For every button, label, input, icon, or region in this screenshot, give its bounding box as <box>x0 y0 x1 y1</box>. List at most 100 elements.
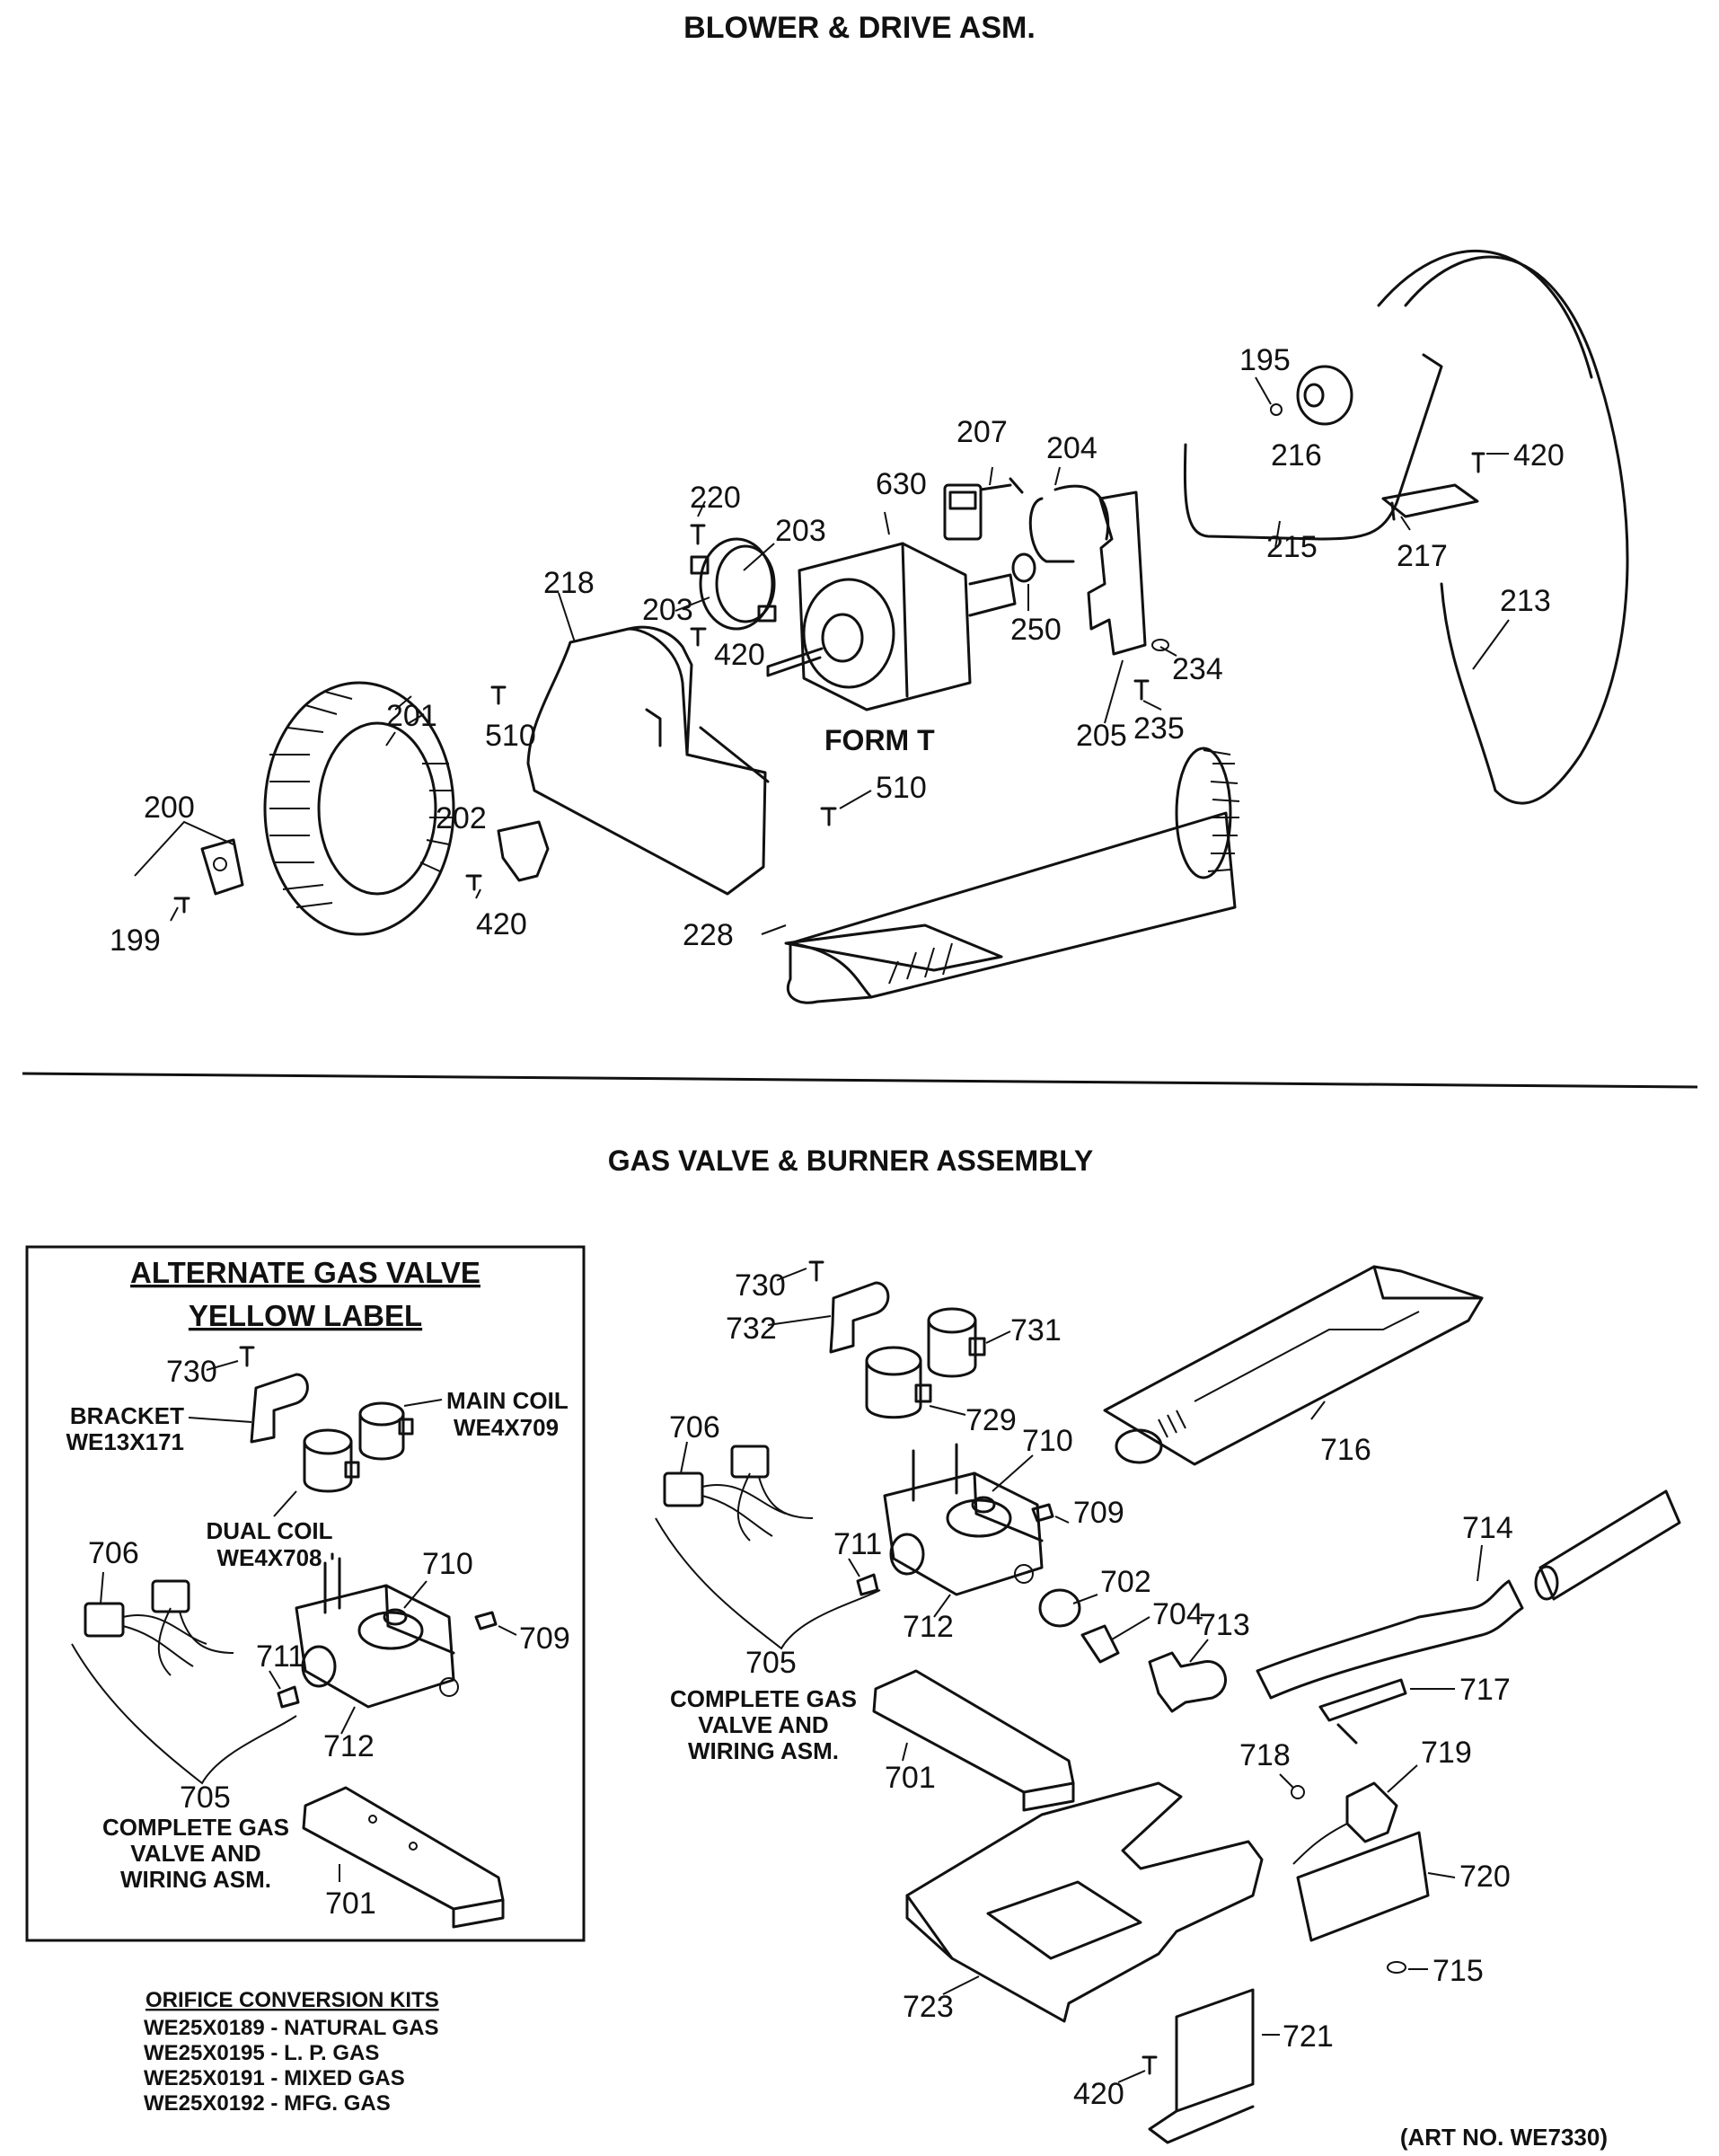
svg-text:WE13X171: WE13X171 <box>66 1428 184 1455</box>
form-label: FORM T <box>824 724 935 756</box>
svg-text:VALVE AND: VALVE AND <box>698 1711 828 1738</box>
alternate-valve-box <box>25 1245 586 1942</box>
svg-text:730: 730 <box>735 1268 786 1303</box>
idler-pulley <box>1296 365 1353 426</box>
svg-text:709: 709 <box>519 1621 570 1656</box>
svg-text:510: 510 <box>485 719 536 753</box>
svg-text:711: 711 <box>256 1639 304 1674</box>
idler-bracket <box>1381 483 1479 521</box>
gas-valve-heading: GAS VALVE & BURNER ASSEMBLY <box>608 1144 1094 1177</box>
svg-text:717: 717 <box>1459 1673 1511 1707</box>
svg-text:WE25X0189 - NATURAL GAS: WE25X0189 - NATURAL GAS <box>144 2016 439 2040</box>
svg-text:199: 199 <box>110 923 161 958</box>
svg-text:713: 713 <box>1199 1608 1250 1642</box>
svg-text:218: 218 <box>543 566 595 600</box>
svg-text:220: 220 <box>690 481 741 515</box>
exhaust-duct <box>784 747 1240 1004</box>
svg-text:205: 205 <box>1076 719 1127 753</box>
svg-text:203: 203 <box>775 514 826 548</box>
svg-text:723: 723 <box>903 1990 954 2024</box>
svg-text:WE25X0191 - MIXED GAS: WE25X0191 - MIXED GAS <box>144 2066 405 2090</box>
svg-text:730: 730 <box>166 1355 217 1389</box>
svg-text:701: 701 <box>325 1886 376 1921</box>
blower-housing <box>526 625 770 896</box>
drum-belt <box>1377 250 1629 805</box>
svg-text:207: 207 <box>956 415 1008 449</box>
svg-text:WIRING ASM.: WIRING ASM. <box>120 1866 271 1893</box>
svg-text:204: 204 <box>1046 431 1098 465</box>
svg-text:510: 510 <box>876 771 927 805</box>
screw-icon <box>173 897 190 914</box>
motor-switch <box>943 477 1024 541</box>
alternate-title-1: ALTERNATE GAS VALVE <box>130 1256 480 1289</box>
svg-text:195: 195 <box>1239 343 1291 377</box>
svg-text:718: 718 <box>1239 1738 1291 1772</box>
screw-icon <box>690 524 706 545</box>
svg-text:202: 202 <box>436 801 487 835</box>
svg-text:721: 721 <box>1283 2019 1334 2054</box>
screw-icon <box>820 807 837 826</box>
motor-mount <box>1028 484 1147 656</box>
svg-text:715: 715 <box>1432 1954 1484 1988</box>
svg-text:706: 706 <box>669 1410 720 1445</box>
svg-text:705: 705 <box>745 1646 797 1680</box>
screw-icon <box>1471 452 1485 473</box>
svg-text:731: 731 <box>1010 1313 1062 1348</box>
svg-text:714: 714 <box>1462 1511 1513 1545</box>
screw-icon <box>1133 679 1150 701</box>
idler-arm <box>1183 353 1443 541</box>
svg-text:216: 216 <box>1271 438 1322 473</box>
drive-motor <box>766 542 1036 711</box>
blower-wheel <box>263 681 455 936</box>
svg-text:705: 705 <box>180 1780 231 1815</box>
svg-text:COMPLETE GAS: COMPLETE GAS <box>670 1685 857 1712</box>
svg-text:729: 729 <box>965 1403 1017 1437</box>
svg-text:ORIFICE CONVERSION KITS: ORIFICE CONVERSION KITS <box>145 1988 439 2012</box>
svg-text:WE25X0195 - L. P. GAS: WE25X0195 - L. P. GAS <box>144 2041 379 2065</box>
housing-bracket <box>497 820 550 882</box>
svg-text:WIRING ASM.: WIRING ASM. <box>688 1737 839 1764</box>
idler-screw <box>1270 403 1283 416</box>
svg-text:213: 213 <box>1500 584 1551 618</box>
alt-valve-text: 730 BRACKET WE13X171 MAIN COIL WE4X709 D… <box>66 1355 569 1921</box>
blower-leaders <box>170 376 1510 935</box>
svg-text:711: 711 <box>833 1527 882 1561</box>
svg-text:420: 420 <box>1513 438 1565 473</box>
svg-text:701: 701 <box>885 1761 936 1795</box>
svg-text:702: 702 <box>1100 1565 1151 1599</box>
alternate-title-2: YELLOW LABEL <box>189 1299 422 1332</box>
svg-text:217: 217 <box>1397 539 1448 573</box>
svg-text:234: 234 <box>1172 652 1223 686</box>
svg-text:716: 716 <box>1320 1433 1371 1467</box>
svg-text:MAIN COIL: MAIN COIL <box>446 1387 569 1414</box>
alt-valve-drawing <box>71 1346 517 1929</box>
svg-text:420: 420 <box>1073 2077 1124 2111</box>
blower-nut <box>200 838 244 896</box>
svg-text:720: 720 <box>1459 1860 1511 1894</box>
svg-text:DUAL COIL: DUAL COIL <box>206 1517 332 1544</box>
svg-text:732: 732 <box>726 1312 777 1346</box>
screw-icon <box>465 874 482 891</box>
svg-text:712: 712 <box>323 1729 375 1763</box>
gas-valve-text: 730 732 731 729 716 706 710 709 711 712 … <box>669 1268 1513 2111</box>
svg-text:709: 709 <box>1073 1496 1124 1530</box>
svg-text:719: 719 <box>1421 1736 1472 1770</box>
svg-text:COMPLETE GAS: COMPLETE GAS <box>102 1814 289 1841</box>
nut-icon <box>1151 639 1169 651</box>
svg-text:215: 215 <box>1266 530 1318 564</box>
blower-callouts: 195 216 207 204 420 630 220 203 203 420 … <box>110 343 1565 958</box>
svg-text:BRACKET: BRACKET <box>70 1402 184 1429</box>
svg-text:228: 228 <box>683 918 734 952</box>
svg-text:201: 201 <box>386 699 437 733</box>
svg-text:630: 630 <box>876 467 927 501</box>
svg-text:704: 704 <box>1152 1597 1203 1631</box>
svg-text:420: 420 <box>714 638 765 672</box>
art-number: (ART NO. WE7330) <box>1400 2124 1608 2151</box>
svg-text:235: 235 <box>1133 711 1185 746</box>
svg-text:706: 706 <box>88 1536 139 1570</box>
orifice-kits: ORIFICE CONVERSION KITS WE25X0189 - NATU… <box>144 1988 439 2116</box>
screw-icon <box>490 685 507 705</box>
svg-text:420: 420 <box>476 907 527 941</box>
svg-text:710: 710 <box>1022 1424 1073 1458</box>
